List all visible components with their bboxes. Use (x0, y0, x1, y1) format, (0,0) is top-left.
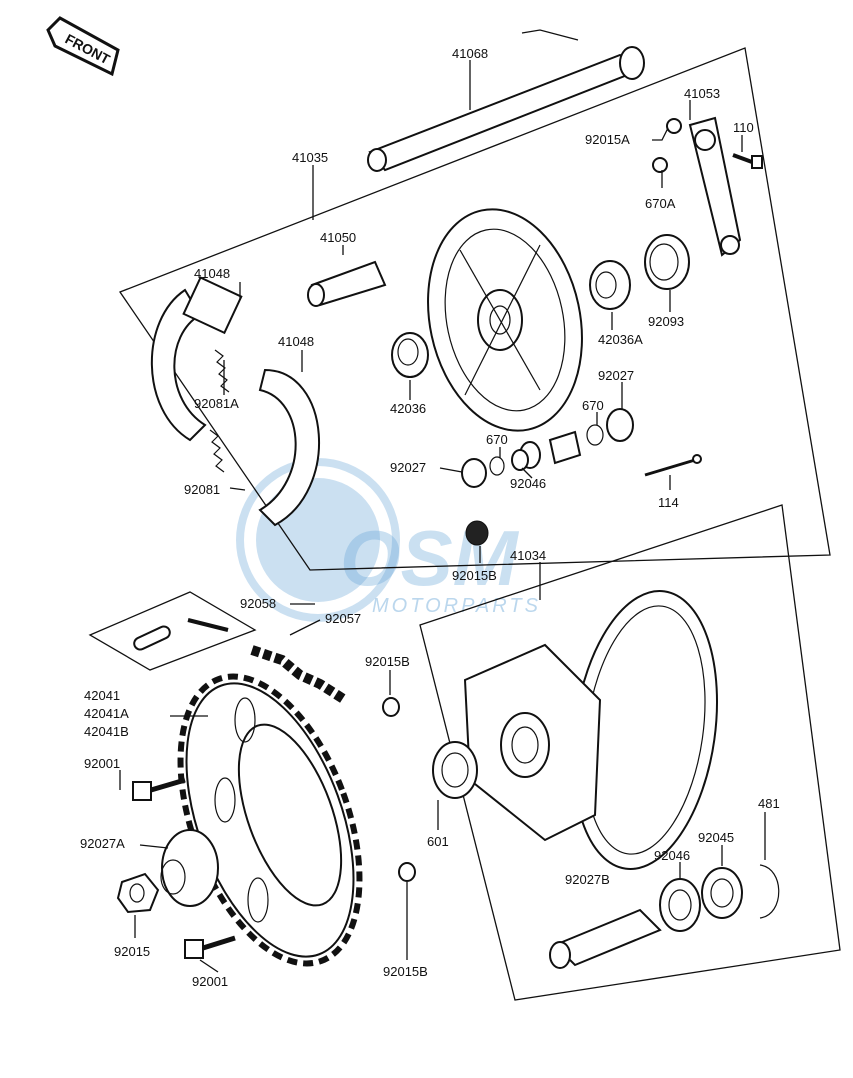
leader-lines (119, 60, 766, 973)
spacer-92027B (549, 908, 662, 969)
label-41053: 41053 (684, 86, 720, 101)
seal-92093 (644, 234, 690, 290)
sleeve (519, 430, 582, 469)
label-92001-lower: 92001 (192, 974, 228, 989)
label-41034: 41034 (510, 548, 546, 563)
watermark-subtitle: MOTORPARTS (372, 595, 541, 617)
nut-92015B-top (465, 520, 489, 546)
axle-41068 (367, 29, 645, 172)
brake-shoe-right (258, 368, 321, 527)
brake-panel (427, 208, 583, 432)
label-42041A: 42041A (84, 706, 129, 721)
front-badge: FRONT (46, 16, 120, 77)
bolt-110 (732, 153, 763, 169)
label-41068: 41068 (452, 46, 488, 61)
label-92015B-lower: 92015B (383, 964, 428, 979)
label-41035: 41035 (292, 150, 328, 165)
label-92027B: 92027B (565, 872, 610, 887)
label-41050: 41050 (320, 230, 356, 245)
ring-670-lower (489, 456, 505, 476)
label-92015B-top: 92015B (452, 568, 497, 583)
label-92027A: 92027A (80, 836, 125, 851)
bolt-92001-upper (132, 777, 186, 801)
label-114: 114 (658, 495, 679, 510)
nut-92015B-lower (398, 862, 416, 882)
master-link-box-92058 (88, 591, 257, 671)
bolt-92001-lower (184, 935, 236, 959)
spring-92081 (209, 429, 225, 473)
label-41048-right: 41048 (278, 334, 314, 349)
label-92081: 92081 (184, 482, 220, 497)
label-92046-lower: 92046 (654, 848, 690, 863)
label-92015B-middle: 92015B (365, 654, 410, 669)
label-42036: 42036 (390, 401, 426, 416)
label-92046-upper: 92046 (510, 476, 546, 491)
label-42041B: 42041B (84, 724, 129, 739)
collar-92027A (160, 829, 219, 907)
spacer-92027-lower (461, 458, 487, 488)
assembly-box-41034 (419, 504, 841, 1001)
part-labels: 41068 41053 92015A 110 41035 670A 41050 … (80, 46, 780, 989)
seal-92046-upper (511, 449, 529, 471)
assembly-box-41035 (119, 47, 831, 571)
rear-hub-41034 (463, 590, 719, 870)
label-92015: 92015 (114, 944, 150, 959)
label-92027-lower: 92027 (390, 460, 426, 475)
label-92015A: 92015A (585, 132, 630, 147)
label-92001-upper: 92001 (84, 756, 120, 771)
label-670-lower: 670 (486, 432, 508, 447)
label-92058: 92058 (240, 596, 276, 611)
cam-41050 (307, 260, 387, 307)
label-92057: 92057 (325, 611, 361, 626)
label-481: 481 (758, 796, 780, 811)
label-41048-left: 41048 (194, 266, 230, 281)
label-670A: 670A (645, 196, 676, 211)
nut-92015B-middle (382, 697, 400, 717)
bearing-92046-lower (659, 878, 701, 932)
label-92081A: 92081A (194, 396, 239, 411)
label-92027-upper: 92027 (598, 368, 634, 383)
label-92093: 92093 (648, 314, 684, 329)
label-42041: 42041 (84, 688, 120, 703)
collar-42036 (391, 332, 429, 378)
nut-92015 (116, 872, 160, 914)
collar-42036A (589, 260, 631, 310)
spacer-92027-upper (606, 408, 634, 442)
master-link-plate (133, 618, 229, 651)
cotter-pin-114 (644, 454, 702, 477)
circlip-481 (759, 864, 780, 919)
label-601: 601 (427, 834, 449, 849)
brake-lever-41053 (652, 116, 742, 257)
label-110: 110 (733, 120, 754, 135)
drive-chain-92057 (250, 645, 348, 705)
watermark-logo: OSM (340, 514, 520, 602)
label-92045: 92045 (698, 830, 734, 845)
watermark: OSM MOTORPARTS (236, 458, 541, 622)
brake-shoe-left (150, 276, 243, 442)
ring-670-upper (586, 424, 604, 446)
seal-92045 (701, 867, 743, 919)
label-42036A: 42036A (598, 332, 643, 347)
spring-92081A (214, 349, 230, 393)
bearing-601 (432, 741, 478, 799)
label-670-upper: 670 (582, 398, 604, 413)
sprocket-42041 (177, 673, 363, 967)
